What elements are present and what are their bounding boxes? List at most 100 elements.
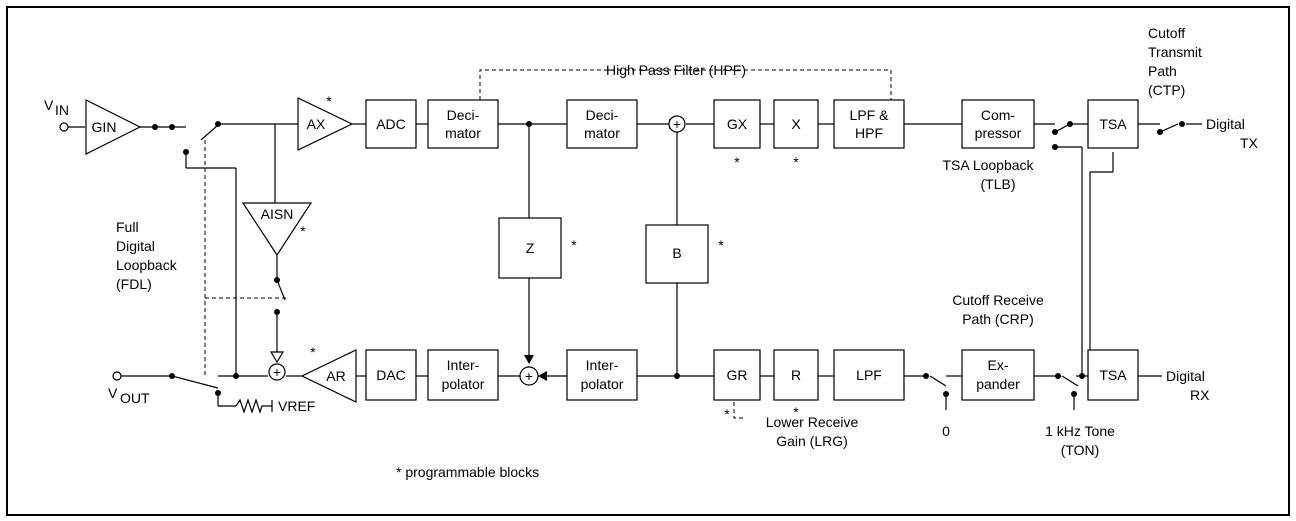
tlb-label: TSA Loopback (TLB) bbox=[942, 157, 1034, 192]
svg-text:TSA: TSA bbox=[1099, 367, 1127, 383]
svg-text:RX: RX bbox=[1190, 387, 1210, 403]
svg-text:*: * bbox=[718, 237, 724, 253]
svg-text:Deci-: Deci- bbox=[586, 107, 619, 123]
tsa-tx-block: TSA bbox=[1087, 99, 1139, 149]
svg-text:pander: pander bbox=[976, 376, 1020, 392]
svg-text:AR: AR bbox=[326, 368, 345, 384]
svg-text:X: X bbox=[791, 116, 801, 132]
svg-text:Z: Z bbox=[526, 240, 535, 256]
svg-text:Com-: Com- bbox=[981, 107, 1016, 123]
footnote: * programmable blocks bbox=[396, 464, 539, 480]
vref-label: VREF bbox=[278, 398, 315, 414]
ctp-label: Cutoff Transmit Path (CTP) bbox=[1148, 25, 1202, 98]
digital-rx-label: Digital RX bbox=[1166, 368, 1210, 403]
svg-text:+: + bbox=[525, 368, 533, 384]
svg-text:Inter-: Inter- bbox=[586, 357, 619, 373]
svg-text:(TLB): (TLB) bbox=[981, 176, 1016, 192]
svg-text:TSA: TSA bbox=[1099, 116, 1127, 132]
gr-block: GR * bbox=[713, 349, 761, 422]
gin-amplifier: GIN bbox=[85, 99, 142, 155]
hpf-label: High Pass Filter (HPF) bbox=[606, 62, 746, 78]
svg-text:(FDL): (FDL) bbox=[116, 276, 152, 292]
b-block: B * bbox=[645, 224, 724, 284]
svg-text:(TON): (TON) bbox=[1061, 442, 1100, 458]
vin-label: V IN bbox=[44, 97, 69, 118]
adc-block: ADC bbox=[365, 99, 417, 149]
svg-text:Gain (LRG): Gain (LRG) bbox=[776, 433, 848, 449]
svg-text:LPF &: LPF & bbox=[850, 107, 890, 123]
x-block: X * bbox=[773, 99, 819, 170]
r-block: R * bbox=[773, 349, 819, 420]
svg-text:Loopback: Loopback bbox=[116, 257, 178, 273]
crp-label: Cutoff Receive Path (CRP) bbox=[952, 292, 1044, 327]
expander-block: Ex- pander bbox=[961, 349, 1035, 401]
svg-text:Lower Receive: Lower Receive bbox=[766, 414, 859, 430]
svg-text:DAC: DAC bbox=[376, 367, 406, 383]
svg-text:Digital: Digital bbox=[1206, 116, 1245, 132]
tsa-rx-block: TSA bbox=[1087, 349, 1139, 401]
svg-text:Path: Path bbox=[1148, 63, 1177, 79]
lpf-hpf-block: LPF & HPF bbox=[833, 99, 905, 149]
aisn-amplifier: AISN * bbox=[241, 202, 313, 257]
fdl-label: Full Digital Loopback (FDL) bbox=[116, 219, 178, 292]
svg-text:(CTP): (CTP) bbox=[1148, 82, 1185, 98]
ar-amplifier: AR * bbox=[300, 344, 357, 403]
svg-text:mator: mator bbox=[584, 125, 620, 141]
svg-text:*: * bbox=[793, 154, 799, 170]
svg-text:*: * bbox=[300, 223, 306, 239]
svg-text:GR: GR bbox=[727, 367, 748, 383]
ton-label: 1 kHz Tone (TON) bbox=[1045, 423, 1115, 458]
svg-text:GIN: GIN bbox=[92, 119, 117, 135]
vout-label: V OUT bbox=[108, 385, 150, 406]
svg-text:AX: AX bbox=[307, 116, 326, 132]
svg-text:Cutoff Receive: Cutoff Receive bbox=[952, 292, 1044, 308]
svg-text:Cutoff: Cutoff bbox=[1148, 25, 1185, 41]
svg-text:ADC: ADC bbox=[376, 116, 406, 132]
svg-text:B: B bbox=[672, 245, 681, 261]
sum-node-tx: + bbox=[668, 115, 686, 133]
gx-block: GX * bbox=[713, 99, 761, 170]
svg-text:TSA Loopback: TSA Loopback bbox=[942, 157, 1034, 173]
svg-text:*: * bbox=[571, 237, 577, 253]
svg-text:LPF: LPF bbox=[856, 367, 882, 383]
svg-text:Digital: Digital bbox=[116, 238, 155, 254]
decimator-block-2: Deci- mator bbox=[566, 99, 638, 149]
svg-text:Inter-: Inter- bbox=[447, 357, 480, 373]
svg-text:Full: Full bbox=[116, 219, 139, 235]
diagram-border bbox=[6, 6, 1290, 516]
svg-text:*: * bbox=[734, 154, 740, 170]
dac-block: DAC bbox=[365, 349, 417, 401]
svg-text:polator: polator bbox=[581, 376, 624, 392]
sum-node-z: + bbox=[519, 366, 539, 386]
compressor-block: Com- pressor bbox=[961, 99, 1035, 149]
decimator-block-1: Deci- mator bbox=[427, 99, 499, 149]
interpolator-block-1: Inter- polator bbox=[427, 349, 499, 401]
svg-text:AISN: AISN bbox=[261, 206, 294, 222]
svg-text:TX: TX bbox=[1240, 135, 1259, 151]
svg-text:GX: GX bbox=[727, 116, 748, 132]
svg-text:V: V bbox=[44, 97, 54, 113]
summing-junctions: + + + bbox=[268, 115, 686, 386]
svg-text:IN: IN bbox=[55, 102, 69, 118]
svg-text:OUT: OUT bbox=[120, 390, 150, 406]
svg-text:Digital: Digital bbox=[1166, 368, 1205, 384]
lrg-label: Lower Receive Gain (LRG) bbox=[766, 414, 859, 449]
svg-text:*: * bbox=[793, 404, 799, 420]
digital-tx-label: Digital TX bbox=[1206, 116, 1259, 151]
svg-text:+: + bbox=[673, 116, 681, 132]
z-block: Z * bbox=[498, 217, 577, 279]
svg-text:polator: polator bbox=[442, 376, 485, 392]
svg-text:R: R bbox=[791, 367, 801, 383]
svg-text:*: * bbox=[724, 406, 730, 422]
zero-label: 0 bbox=[942, 423, 950, 439]
svg-text:+: + bbox=[273, 364, 281, 380]
svg-text:HPF: HPF bbox=[855, 125, 883, 141]
svg-text:1 kHz Tone: 1 kHz Tone bbox=[1045, 423, 1115, 439]
svg-text:mator: mator bbox=[445, 125, 481, 141]
interpolator-block-2: Inter- polator bbox=[566, 349, 638, 401]
svg-text:pressor: pressor bbox=[975, 125, 1022, 141]
svg-text:*: * bbox=[326, 93, 332, 109]
svg-text:Deci-: Deci- bbox=[447, 107, 480, 123]
ax-amplifier: AX * bbox=[297, 93, 354, 151]
